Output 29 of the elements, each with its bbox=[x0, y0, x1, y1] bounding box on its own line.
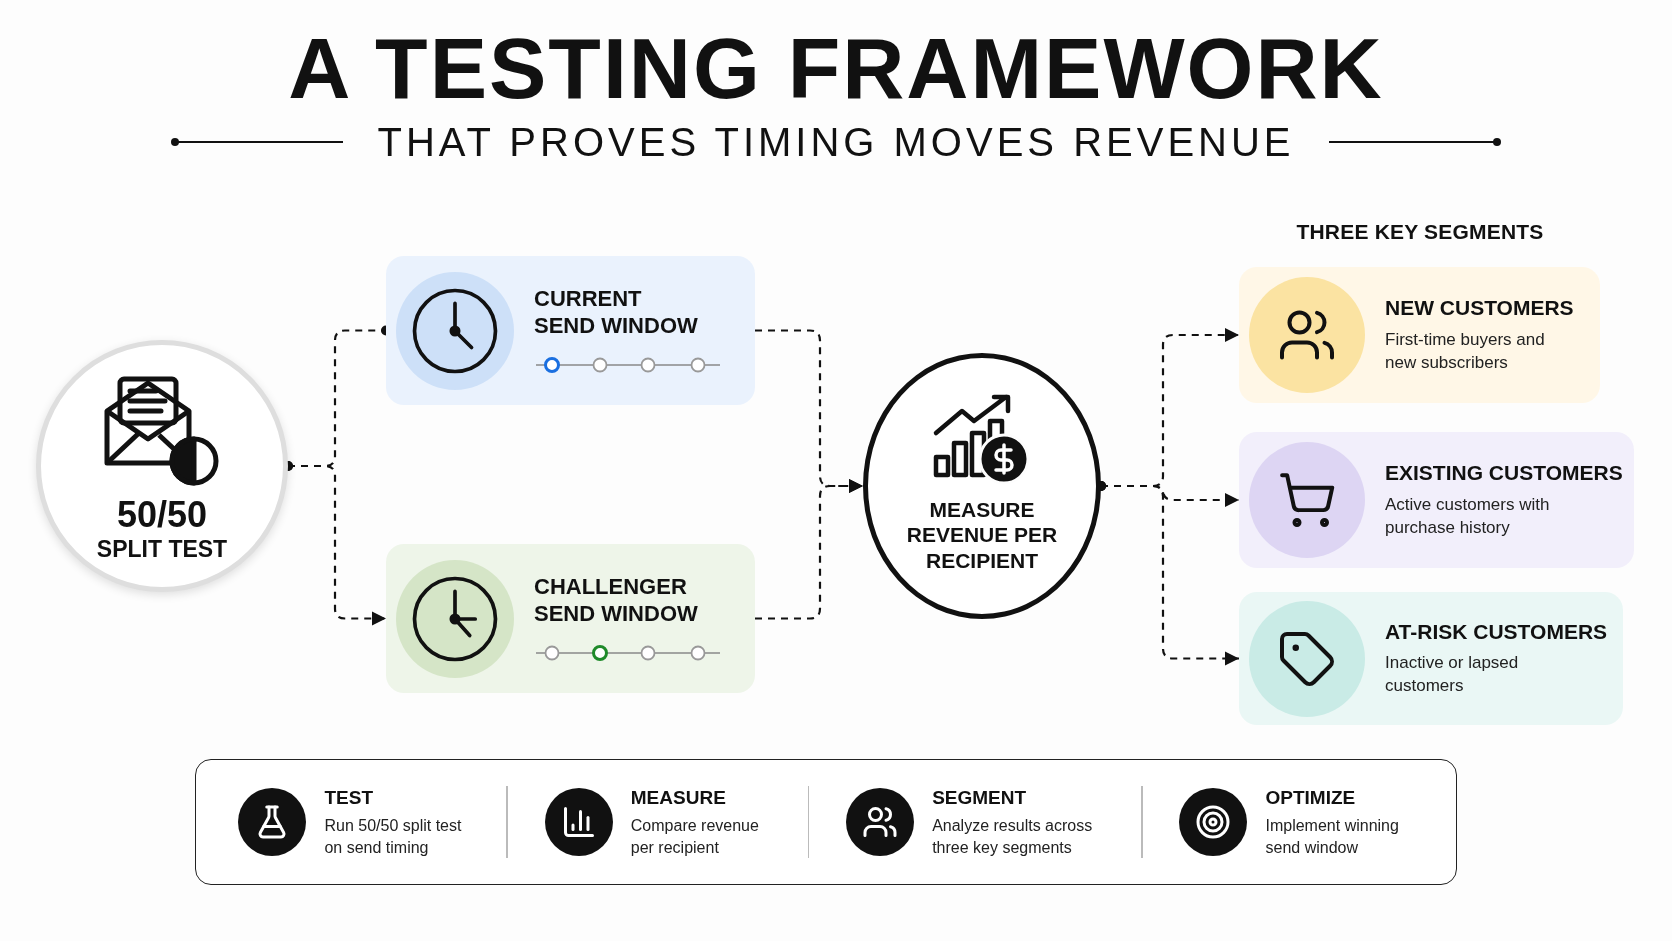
step-description: Compare revenue per recipient bbox=[630, 816, 760, 858]
segment-card bbox=[1239, 432, 1634, 568]
segment-description: First-time buyers and new subscribers bbox=[1385, 328, 1546, 374]
segment-description: Inactive or lapsed customers bbox=[1385, 652, 1520, 698]
segment-card bbox=[1239, 592, 1623, 725]
segment-title: NEW CUSTOMERS bbox=[1385, 295, 1575, 321]
segment-title: AT-RISK CUSTOMERS bbox=[1385, 618, 1608, 645]
section-heading: THREE KEY SEGMENTS bbox=[1295, 220, 1545, 244]
step-title: TEST bbox=[324, 785, 374, 809]
send-window-card bbox=[386, 256, 755, 405]
segment-card bbox=[1239, 267, 1600, 403]
step-description: Analyze results across three key segments bbox=[932, 816, 1094, 858]
node-label: MEASURE REVENUE PER RECIPIENT bbox=[905, 496, 1059, 574]
segment-description: Active customers with purchase history bbox=[1385, 493, 1551, 539]
card-title: CHALLENGER SEND WINDOW bbox=[534, 573, 699, 628]
card-title: CURRENT SEND WINDOW bbox=[534, 285, 699, 340]
segment-title: EXISTING CUSTOMERS bbox=[1385, 460, 1623, 486]
step-title: SEGMENT bbox=[932, 785, 1028, 809]
step-description: Implement winning send window bbox=[1265, 816, 1400, 858]
dashed-arrow bbox=[755, 479, 863, 620]
title: A TESTING FRAMEWORK bbox=[287, 20, 1385, 116]
split-ratio: 50/50 bbox=[116, 494, 208, 535]
step-description: Run 50/50 split test on send timing bbox=[324, 816, 463, 858]
subtitle: THAT PROVES TIMING MOVES REVENUE bbox=[377, 119, 1295, 166]
step-title: MEASURE bbox=[630, 785, 727, 809]
summary-panel bbox=[195, 759, 1457, 885]
node-label: SPLIT TEST bbox=[96, 534, 228, 563]
send-window-card bbox=[386, 544, 755, 693]
step-title: OPTIMIZE bbox=[1265, 785, 1357, 809]
